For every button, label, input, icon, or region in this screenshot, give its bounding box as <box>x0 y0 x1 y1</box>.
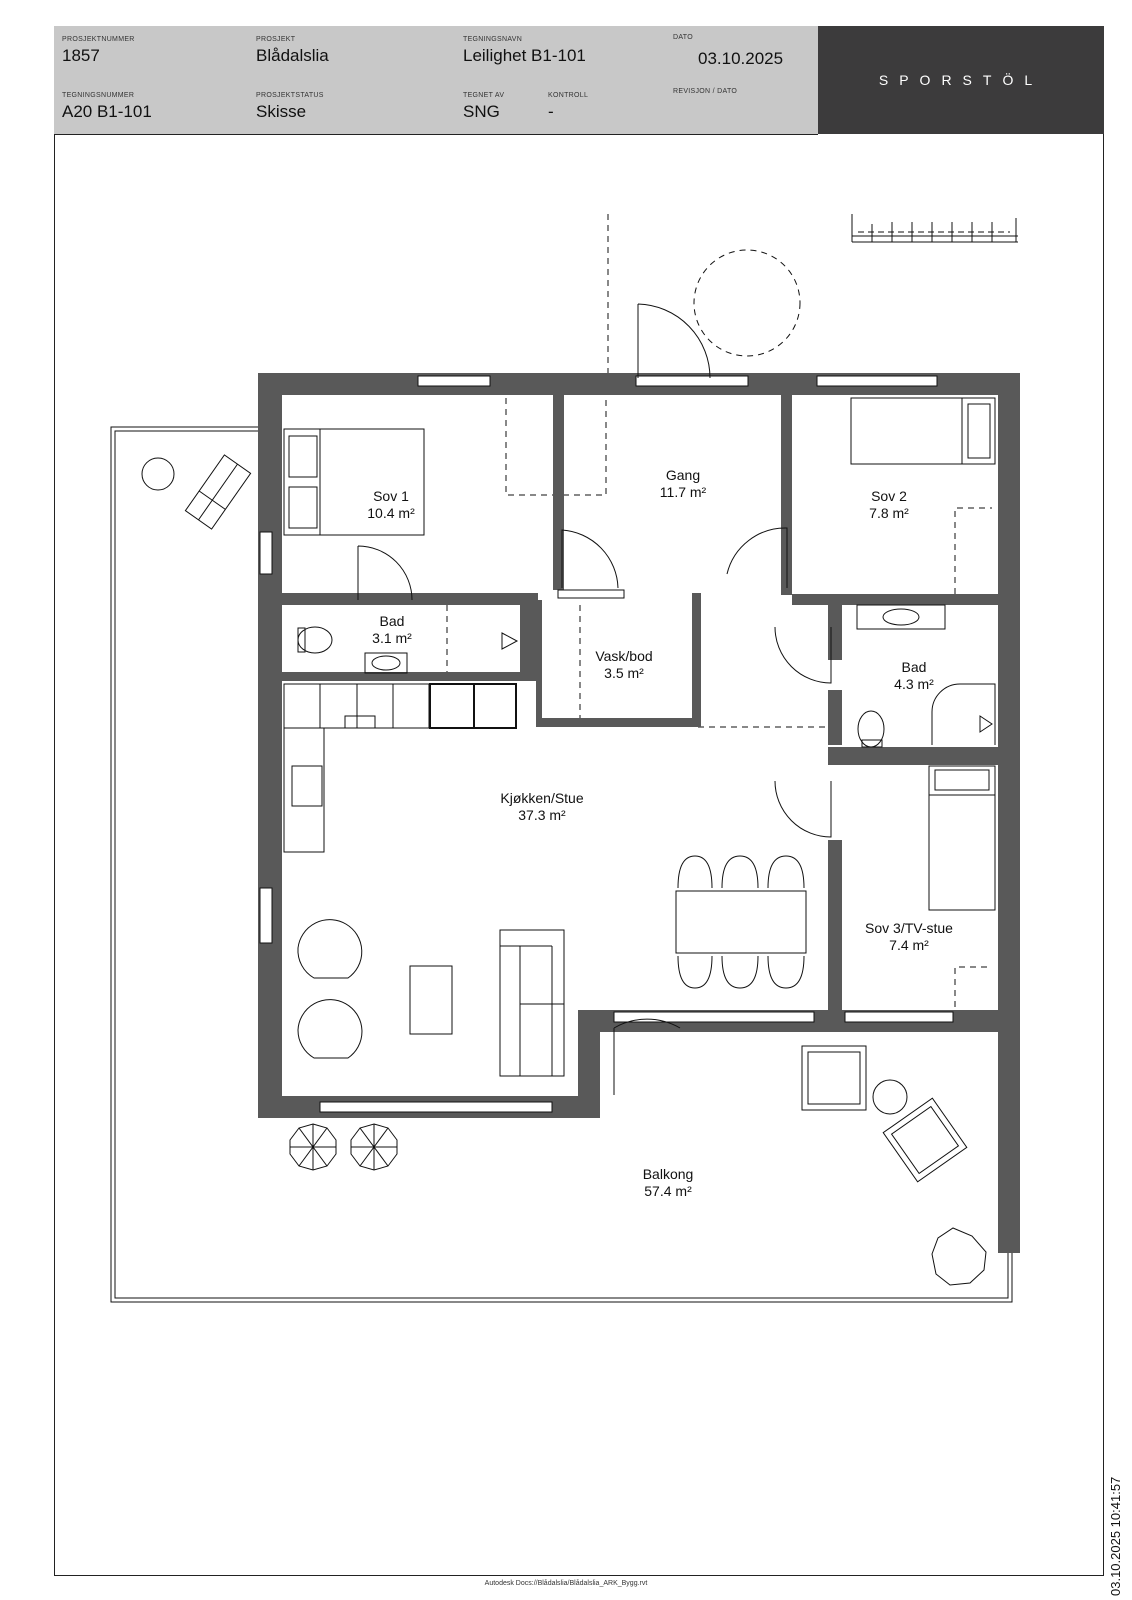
value-dato: 03.10.2025 <box>698 49 784 68</box>
value-kontroll: - <box>548 102 554 121</box>
plant-icon <box>350 1123 398 1171</box>
lounge-chair-icon <box>801 1045 867 1111</box>
room-name: Vask/bod <box>595 648 653 664</box>
sink-icon <box>364 652 408 674</box>
doors <box>357 303 832 1095</box>
room-label-balkong: Balkong 57.4 m² <box>643 1166 694 1200</box>
field-dato-value: 03.10.2025 <box>698 46 783 69</box>
kitchen-counter <box>283 727 325 853</box>
balcony-railing <box>110 426 1013 1303</box>
chair-icon <box>721 955 759 989</box>
room-label-vask-bod: Vask/bod 3.5 m² <box>595 648 652 682</box>
room-area: 7.4 m² <box>889 937 929 953</box>
sink-icon <box>291 765 323 807</box>
bed-icon <box>850 397 996 465</box>
room-label-gang: Gang 11.7 m² <box>660 467 706 501</box>
chair-icon <box>677 955 713 989</box>
dining-table <box>675 890 807 954</box>
shower-icon <box>979 715 993 733</box>
room-label-bad-1: Bad 3.1 m² <box>372 613 412 647</box>
label-dato: DATO <box>673 34 693 41</box>
brand-name: SPORSTÖL <box>878 72 1044 88</box>
planter-icon <box>931 1227 987 1286</box>
field-tegningsnavn: TEGNINGSNAVN Leilighet B1-101 <box>463 36 586 66</box>
side-table <box>141 457 175 491</box>
room-label-sov-1: Sov 1 10.4 m² <box>367 488 414 522</box>
label-prosjektnummer: PROSJEKTNUMMER <box>62 36 135 43</box>
label-tegningsnummer: TEGNINGSNUMMER <box>62 92 135 99</box>
chair-icon <box>767 955 805 989</box>
label-revisjon: REVISJON / DATO <box>673 88 738 95</box>
file-path-footer: Autodesk Docs://Blådalslia/Blådalslia_AR… <box>484 1580 648 1587</box>
shower-icon <box>501 632 519 650</box>
field-tegnet-av: TEGNET AV SNG <box>463 92 504 122</box>
chair-icon <box>721 855 759 889</box>
value-tegningsnavn: Leilighet B1-101 <box>463 46 586 65</box>
room-name: Sov 2 <box>871 488 907 504</box>
plant-icon <box>289 1123 337 1171</box>
furniture <box>141 397 996 1286</box>
toilet-icon <box>297 626 333 654</box>
field-revisjon: REVISJON / DATO <box>673 88 737 95</box>
room-area: 11.7 m² <box>659 484 707 500</box>
brand-logo: SPORSTÖL <box>818 26 1104 134</box>
room-name: Bad <box>901 659 927 675</box>
coffee-table <box>409 965 453 1035</box>
room-area: 3.5 m² <box>604 665 644 681</box>
label-kontroll: KONTROLL <box>548 92 589 99</box>
label-prosjekt: PROSJEKT <box>256 36 296 43</box>
room-area: 3.1 m² <box>372 630 412 646</box>
field-prosjektnummer: PROSJEKTNUMMER 1857 <box>62 36 135 66</box>
value-prosjektstatus: Skisse <box>256 102 307 121</box>
value-tegnet-av: SNG <box>463 102 500 121</box>
field-kontroll: KONTROLL - <box>548 92 588 122</box>
label-tegnet-av: TEGNET AV <box>463 92 505 99</box>
room-area: 57.4 m² <box>644 1183 692 1199</box>
chair-icon <box>677 855 713 889</box>
room-name: Gang <box>665 467 701 483</box>
sink-icon <box>856 604 946 630</box>
field-prosjekt: PROSJEKT Blådalslia <box>256 36 329 66</box>
room-area: 10.4 m² <box>367 505 415 521</box>
scale-bar-icon <box>851 214 1018 243</box>
lounge-chair-icon <box>882 1097 968 1183</box>
label-tegningsnavn: TEGNINGSNAVN <box>463 36 523 43</box>
value-tegningsnummer: A20 B1-101 <box>62 102 152 121</box>
room-name: Sov 1 <box>373 488 409 504</box>
field-dato: DATO <box>673 34 693 41</box>
room-name: Bad <box>379 613 405 629</box>
room-label-sov-2: Sov 2 7.8 m² <box>869 488 909 522</box>
value-prosjekt: Blådalslia <box>256 46 329 65</box>
room-label-bad-2: Bad 4.3 m² <box>894 659 934 693</box>
field-prosjektstatus: PROSJEKTSTATUS Skisse <box>256 92 324 122</box>
room-label-kjokken-stue: Kjøkken/Stue 37.3 m² <box>500 790 583 824</box>
windows <box>259 375 954 1113</box>
value-prosjektnummer: 1857 <box>62 46 100 65</box>
print-timestamp: 03.10.2025 10:41:57 <box>1108 1476 1123 1596</box>
room-area: 4.3 m² <box>894 676 934 692</box>
chair-icon <box>767 855 805 889</box>
room-label-sov-3: Sov 3/TV-stue 7.4 m² <box>865 920 953 954</box>
title-block: PROSJEKTNUMMER 1857 PROSJEKT Blådalslia … <box>54 26 818 135</box>
room-area: 7.8 m² <box>869 505 909 521</box>
room-name: Sov 3/TV-stue <box>865 920 953 936</box>
bed-icon <box>928 765 996 911</box>
sofa-icon <box>499 929 565 1077</box>
sun-lounger-icon <box>184 454 252 530</box>
room-name: Balkong <box>642 1166 694 1182</box>
room-area: 37.3 m² <box>518 807 566 823</box>
bed-icon <box>283 428 425 536</box>
field-tegningsnummer: TEGNINGSNUMMER A20 B1-101 <box>62 92 152 122</box>
armchair-icon <box>297 999 363 1059</box>
room-name: Kjøkken/Stue <box>500 790 584 806</box>
side-table <box>872 1079 908 1115</box>
label-prosjektstatus: PROSJEKTSTATUS <box>256 92 324 99</box>
armchair-icon <box>297 919 363 979</box>
